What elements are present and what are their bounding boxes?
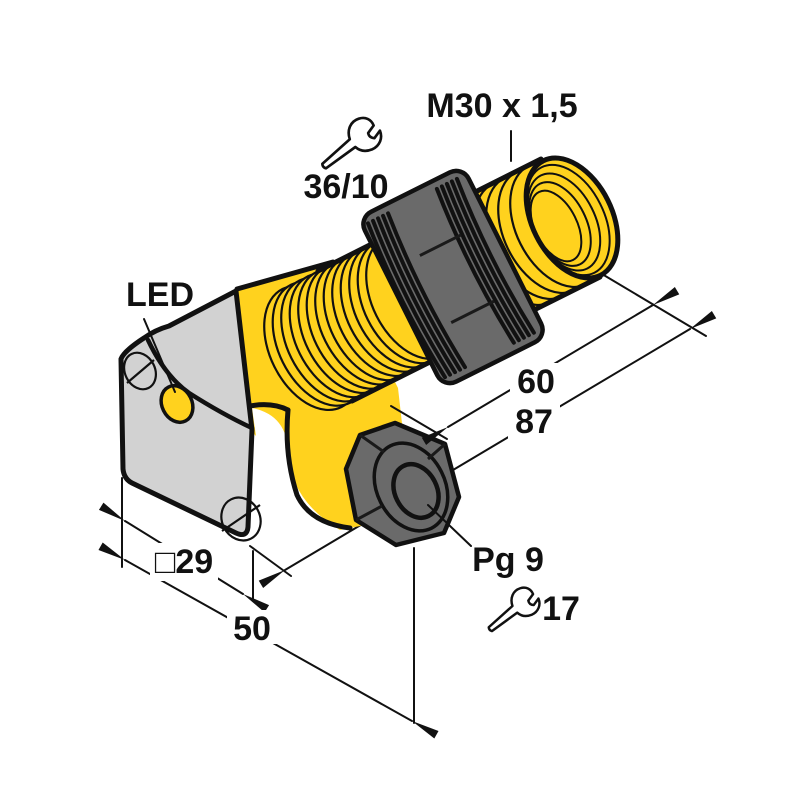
thread-line (529, 189, 583, 263)
leader-gland (427, 504, 472, 547)
label-thread-spec: M30 x 1,5 (426, 87, 577, 125)
wrench-icon (487, 586, 541, 633)
label-dim-50: 50 (233, 610, 271, 648)
cable-gland-pg9 (343, 420, 462, 548)
housing-top-edge (234, 259, 336, 292)
label-dim-87: 87 (515, 403, 553, 441)
hex-facet-line (427, 442, 446, 461)
sensing-face-detail (525, 163, 611, 277)
hex-facet-line (359, 433, 385, 454)
housing-end-rim (284, 407, 353, 531)
led-indicator (159, 383, 195, 425)
leader-led (143, 318, 176, 393)
mounting-flange (118, 288, 262, 542)
label-dim-60: 60 (517, 363, 555, 401)
text-gap (150, 543, 218, 581)
label-led: LED (126, 276, 194, 314)
label-dim-29: □29 (155, 543, 213, 581)
extension-line (249, 545, 292, 577)
text-gap (508, 403, 560, 441)
screw-slot (126, 359, 155, 384)
screw-hole (123, 351, 157, 391)
label-wrench-bottom: 17 (542, 590, 580, 628)
gland-face-ring (372, 441, 450, 533)
housing-bottom-edge (247, 402, 291, 413)
label-gland: Pg 9 (472, 541, 544, 579)
hex-facet-line (419, 233, 462, 257)
text-gap (227, 610, 277, 644)
hex-facet-line (355, 504, 383, 522)
wrench-icon (320, 116, 383, 170)
text-gap (510, 363, 562, 401)
label-wrench-top: 36/10 (303, 168, 388, 206)
